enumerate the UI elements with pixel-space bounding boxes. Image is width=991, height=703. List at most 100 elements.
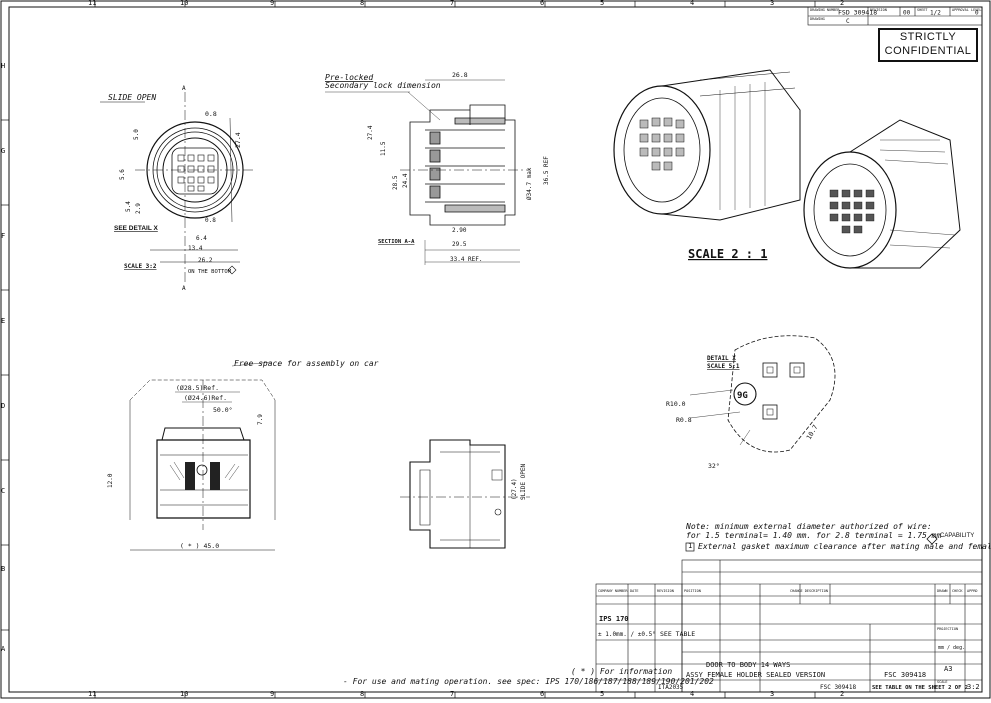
tb-hdr-position: POSITION xyxy=(684,589,701,593)
zone-left-a: A xyxy=(1,645,6,653)
tb-hdr-company: COMPANY NUMBER xyxy=(598,589,628,593)
title-block-grid xyxy=(681,559,983,693)
zone-bottom-3: 3 xyxy=(770,690,775,698)
tb-hdr-date: DATE xyxy=(630,589,638,593)
capability-icon xyxy=(926,533,938,545)
header-sheet: 1/2 xyxy=(930,10,941,17)
front-dim-29: 2.9 xyxy=(135,203,142,214)
front-dim-50: 5.0 xyxy=(133,129,140,140)
zone-top-9: 9 xyxy=(270,0,275,7)
section-mark-top: A xyxy=(182,85,186,92)
section-dim-365: 36.5 REF xyxy=(543,156,550,185)
detail-r08: R0.8 xyxy=(676,416,692,424)
tb-hdr-check: CHECK xyxy=(952,589,963,593)
zone-left-d: D xyxy=(1,402,6,410)
right-dim-274: (27.4) xyxy=(511,478,518,500)
detail-r10: R10.0 xyxy=(666,400,686,408)
tb-hdr-change: CHANGE DESCRIPTION xyxy=(790,589,828,593)
section-dim-285: 28.5 xyxy=(392,175,399,190)
zone-bottom-10: 10 xyxy=(180,690,189,698)
zone-top-11: 11 xyxy=(88,0,97,7)
zone-left-c: C xyxy=(1,487,6,495)
front-view xyxy=(100,92,255,285)
zone-bottom-7: 7 xyxy=(450,690,455,698)
note-information: ( * ) For information xyxy=(571,667,673,676)
tb-proj-label: PROJECTION xyxy=(937,627,958,631)
iso-view-2 xyxy=(803,119,961,269)
zone-left-h: H xyxy=(1,62,6,70)
section-label: SECTION A-A xyxy=(378,239,415,245)
zone-bottom-4: 4 xyxy=(690,690,695,698)
detail-d107: 10.7 xyxy=(805,423,820,441)
confidential-line-2: CONFIDENTIAL xyxy=(884,45,972,57)
header-drawing-number: FSD 309418 xyxy=(838,9,877,17)
main-scale-label: SCALE 2 : 1 xyxy=(688,247,767,261)
front-dim-274: 27.4 xyxy=(234,132,242,148)
zone-top-10: 10 xyxy=(180,0,189,7)
tb-drawing-no-small: FSC 309418 xyxy=(820,684,857,691)
zone-bottom-8: 8 xyxy=(360,690,365,698)
section-mark-bottom: A xyxy=(182,285,186,292)
section-dim-268: 26.8 xyxy=(452,71,468,79)
detail-badge: 9G xyxy=(737,391,748,401)
tb-project: IPS 170 xyxy=(599,615,629,623)
tb-title-1: DOOR TO BODY 14 WAYS xyxy=(706,661,790,669)
section-dim-290: 2.90 xyxy=(452,227,467,234)
front-scale-label: SCALE 3:2 xyxy=(124,263,157,270)
note-wire-2: for 1.5 terminal= 1.40 mm. for 2.8 termi… xyxy=(686,531,942,540)
detail-label-1: DETAIL X xyxy=(707,355,736,362)
front-dim-262: 26.2 xyxy=(198,257,213,264)
tb-hdr-apprd: APPRD xyxy=(967,589,978,593)
header-sheet-label: SHEET xyxy=(917,8,928,12)
tb-scale-label: SCALE xyxy=(937,680,948,684)
zone-bottom-6: 6 xyxy=(540,690,545,698)
tb-code: ITA2035 xyxy=(658,684,684,691)
confidential-stamp: STRICTLY CONFIDENTIAL xyxy=(878,28,978,62)
zone-bottom-5: 5 xyxy=(600,690,605,698)
front-dim-54: 5.4 xyxy=(125,201,132,212)
tb-hdr-drawn: DRAWN xyxy=(937,589,948,593)
detail-label-2: SCALE 5:1 xyxy=(707,363,740,370)
section-view xyxy=(325,79,530,265)
section-dim-244: 24.4 xyxy=(402,173,409,188)
header-approval: 0 xyxy=(975,10,979,17)
header-approval-label: APPROVAL LEVEL xyxy=(952,8,982,12)
section-preload-1: Pre-locked xyxy=(325,73,373,82)
detail-view xyxy=(689,335,836,453)
side-dim-450: ( * ) 45.0 xyxy=(180,542,219,550)
zone-top-2: 2 xyxy=(840,0,845,7)
front-capability-icon xyxy=(227,265,237,275)
confidential-line-1: STRICTLY xyxy=(899,31,957,43)
zone-top-4: 4 xyxy=(690,0,695,7)
front-dim-56: 5.6 xyxy=(119,169,126,180)
zone-bottom-9: 9 xyxy=(270,690,275,698)
note-spec: - For use and mating operation. see spec… xyxy=(343,677,714,686)
tb-hdr-revision: REVISION xyxy=(657,589,674,593)
header-drawing-value: C xyxy=(846,18,850,25)
right-slide-open: SLIDE OPEN xyxy=(520,463,527,500)
zone-top-6: 6 xyxy=(540,0,545,7)
zone-bottom-11: 11 xyxy=(88,690,97,698)
header-drawing-number-label: DRAWING NUMBER xyxy=(810,8,840,12)
header-revision: 00 xyxy=(903,10,911,17)
section-dim-295: 29.5 xyxy=(452,241,467,248)
side-view xyxy=(129,361,276,551)
zone-left-g: G xyxy=(1,147,6,155)
front-slide-open: SLIDE OPEN xyxy=(108,93,156,102)
zone-left-b: B xyxy=(1,565,6,573)
header-box xyxy=(807,6,983,26)
right-side-view xyxy=(400,439,530,549)
zone-bottom-2: 2 xyxy=(840,690,845,698)
see-detail-label: SEE DETAIL X xyxy=(114,225,158,232)
side-dim-79: 7.9 xyxy=(257,414,264,425)
header-revision-label: REVISION xyxy=(870,8,887,12)
side-dim-246: (Ø24.6)Ref. xyxy=(184,394,227,402)
section-dim-115: 11.5 xyxy=(380,141,387,156)
note-gasket: External gasket maximum clearance after … xyxy=(698,542,991,551)
front-dim-08: 0.8 xyxy=(205,110,217,118)
zone-top-5: 5 xyxy=(600,0,605,7)
tb-fsc: FSC 309418 xyxy=(884,671,926,679)
tb-unit: mm / deg. xyxy=(938,645,965,651)
side-angle: 50.0° xyxy=(213,406,233,414)
